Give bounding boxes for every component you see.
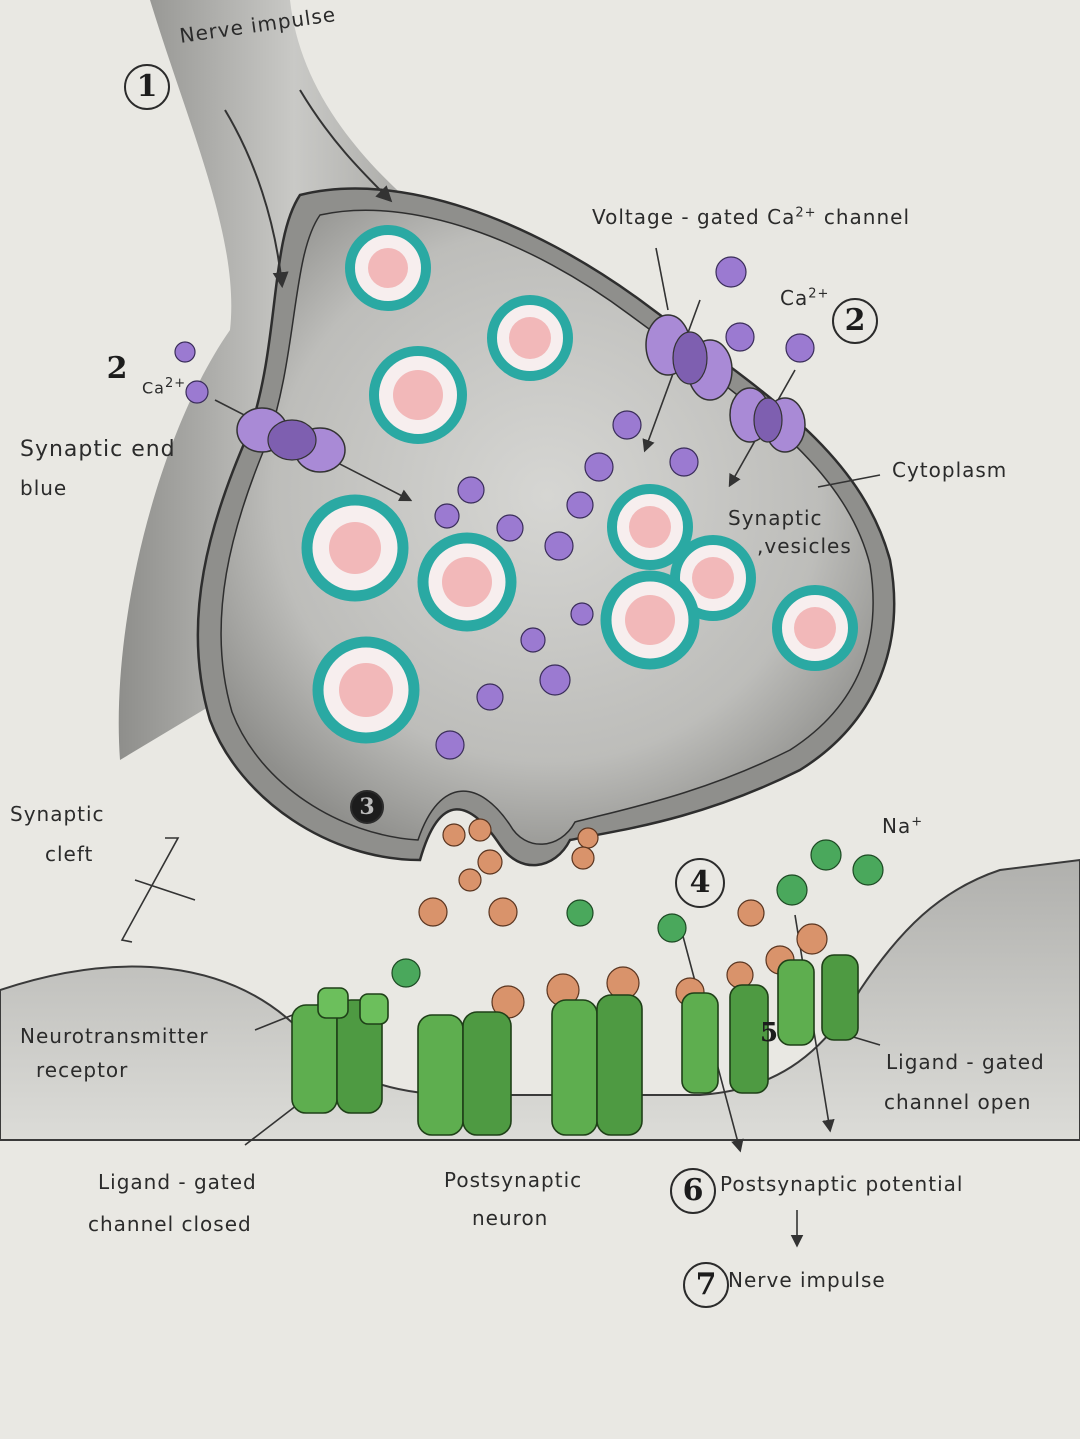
- neurotransmitters: [418, 818, 828, 1019]
- step-6-marker: 6: [670, 1168, 716, 1214]
- receptors: [291, 954, 859, 1136]
- calcium-ion: [566, 491, 594, 519]
- step-2-marker-right: 2: [832, 298, 878, 344]
- vesicle: [772, 585, 858, 671]
- cytoplasm-label: Cytoplasm: [892, 458, 1008, 482]
- calcium-ion: [174, 341, 196, 363]
- sodium-ion: [776, 874, 808, 906]
- vesicle: [345, 225, 431, 311]
- calcium-ion: [434, 503, 460, 529]
- neurotransmitter: [442, 823, 466, 847]
- calcium-ion: [570, 602, 594, 626]
- vesicle: [487, 295, 573, 381]
- neurotransmitter: [737, 899, 765, 927]
- step-2-marker-left: 2: [106, 351, 128, 386]
- step-7-marker: 7: [683, 1262, 729, 1308]
- calcium-ion: [457, 476, 485, 504]
- neurotransmitter: [488, 897, 518, 927]
- calcium-ion: [539, 664, 571, 696]
- neurotransmitter: [477, 849, 503, 875]
- sodium-ion: [391, 958, 421, 988]
- vesicle: [369, 346, 467, 444]
- voltage-gated-ca-channel: [729, 387, 806, 453]
- calcium-ion: [185, 380, 209, 404]
- nerve-impulse-bottom-label: Nerve impulse: [728, 1268, 886, 1292]
- neurotransmitter: [571, 846, 595, 870]
- sodium-ion: [852, 854, 884, 886]
- impulse-arrow: [299, 89, 393, 203]
- step-5-marker: 5: [759, 1018, 779, 1048]
- vesicle: [607, 484, 693, 570]
- calcium-ion: [544, 531, 574, 561]
- ligand-gated-closed-label-line-1: Ligand - gated: [98, 1170, 257, 1194]
- vesicle: [312, 636, 420, 744]
- sodium-ion: [566, 899, 594, 927]
- postsynaptic-neuron-label-line-2: neuron: [472, 1206, 549, 1230]
- calcium-ion: [612, 410, 642, 440]
- synaptic-end-color-label: blue: [20, 476, 68, 500]
- postsynaptic-neuron-label-line-1: Postsynaptic: [444, 1168, 583, 1192]
- sodium-ion: [657, 913, 687, 943]
- sodium-ion: [810, 839, 842, 871]
- neurotransmitter: [468, 818, 492, 842]
- calcium-ion: [669, 447, 699, 477]
- neurotransmitter-receptor-label-line-1: Neurotransmitter: [20, 1024, 209, 1048]
- step-4-marker: 4: [675, 858, 725, 908]
- calcium-ion: [476, 683, 504, 711]
- calcium-ions: [174, 256, 815, 760]
- vesicle: [301, 494, 409, 602]
- vesicle: [417, 532, 517, 632]
- synaptic-cleft-label-line-2: cleft: [45, 842, 94, 866]
- calcium-ion: [785, 333, 815, 363]
- ligand-gated-closed-label-line-2: channel closed: [88, 1212, 252, 1236]
- ligand-gated-open-label-line-1: Ligand - gated: [886, 1050, 1045, 1074]
- neurotransmitter: [577, 827, 599, 849]
- voltage-gated-channel-label: Voltage - gated Ca2+ channel: [592, 205, 910, 229]
- synaptic-vesicles-label-line-1: Synaptic: [728, 506, 823, 530]
- neurotransmitter: [458, 868, 482, 892]
- calcium-label-right: Ca2+: [780, 286, 830, 310]
- ligand-gated-channel-closed: [417, 1011, 512, 1136]
- ligand-gated-open-label-line-2: channel open: [884, 1090, 1032, 1114]
- neurotransmitter: [726, 961, 754, 989]
- impulse-arrow: [224, 109, 289, 289]
- neurotransmitter: [796, 923, 828, 955]
- vesicle: [600, 570, 700, 670]
- calcium-ion: [715, 256, 747, 288]
- voltage-gated-ca-channel: [236, 407, 346, 473]
- ligand-gated-channel-closed: [551, 994, 643, 1136]
- ligand-gated-channel-open: [681, 984, 769, 1094]
- synaptic-vesicles: [301, 225, 858, 744]
- step-3-marker: 3: [350, 790, 384, 824]
- ligand-gated-channel-open: [777, 954, 859, 1046]
- calcium-label-left: Ca2+: [142, 376, 187, 398]
- postsynaptic-potential-label: Postsynaptic potential: [720, 1172, 964, 1196]
- sodium-label: Na+: [882, 814, 924, 838]
- calcium-ion: [496, 514, 524, 542]
- synaptic-cleft-label-line-1: Synaptic: [10, 802, 105, 826]
- calcium-ion: [584, 452, 614, 482]
- synaptic-vesicles-label-line-2: ,vesicles: [757, 534, 852, 558]
- sodium-ions: [391, 839, 884, 988]
- neurotransmitter: [418, 897, 448, 927]
- synaptic-end-label: Synaptic end: [20, 437, 176, 462]
- voltage-gated-ca-channel: [645, 314, 733, 401]
- calcium-ion: [725, 322, 755, 352]
- step-1-marker: 1: [124, 64, 170, 110]
- ligand-gated-channel-closed: [291, 987, 389, 1114]
- neurotransmitter-receptor-label-line-2: receptor: [36, 1058, 129, 1082]
- calcium-ion: [520, 627, 546, 653]
- calcium-ion: [435, 730, 465, 760]
